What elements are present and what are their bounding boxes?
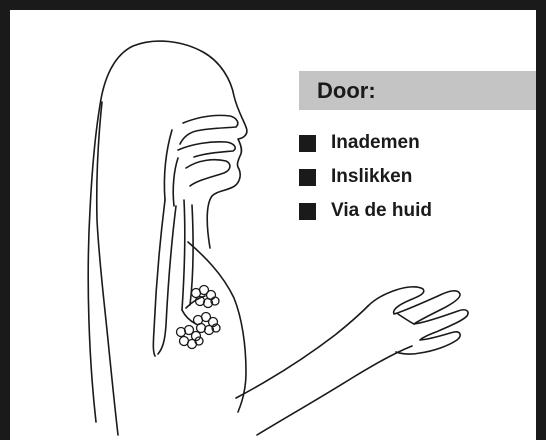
list-item-via-de-huid: Via de huid bbox=[299, 194, 432, 228]
tongue bbox=[186, 160, 230, 186]
arm-upper-outline bbox=[236, 306, 368, 398]
route-label: Inademen bbox=[331, 132, 420, 154]
palate bbox=[178, 142, 235, 157]
head-outline bbox=[88, 41, 247, 422]
list-item-inademen: Inademen bbox=[299, 126, 432, 160]
trachea-right bbox=[158, 206, 176, 354]
square-bullet-icon bbox=[299, 203, 316, 220]
diagram-title: Door: bbox=[317, 71, 376, 110]
nasal-cavity bbox=[180, 115, 238, 144]
route-label: Via de huid bbox=[331, 200, 432, 222]
trachea-left bbox=[153, 200, 165, 356]
route-label: Inslikken bbox=[331, 166, 412, 188]
square-bullet-icon bbox=[299, 135, 316, 152]
square-bullet-icon bbox=[299, 169, 316, 186]
exposure-route-list: Inademen Inslikken Via de huid bbox=[299, 126, 432, 228]
list-item-inslikken: Inslikken bbox=[299, 160, 432, 194]
hand-crease bbox=[398, 314, 414, 324]
arm-lower-outline bbox=[257, 346, 412, 435]
hand-outline bbox=[368, 287, 468, 354]
pharynx bbox=[164, 130, 172, 200]
alveoli-cluster-lower bbox=[177, 326, 204, 349]
back-outline bbox=[97, 102, 118, 435]
epiglottis bbox=[173, 158, 178, 206]
esophagus-left bbox=[182, 200, 185, 310]
